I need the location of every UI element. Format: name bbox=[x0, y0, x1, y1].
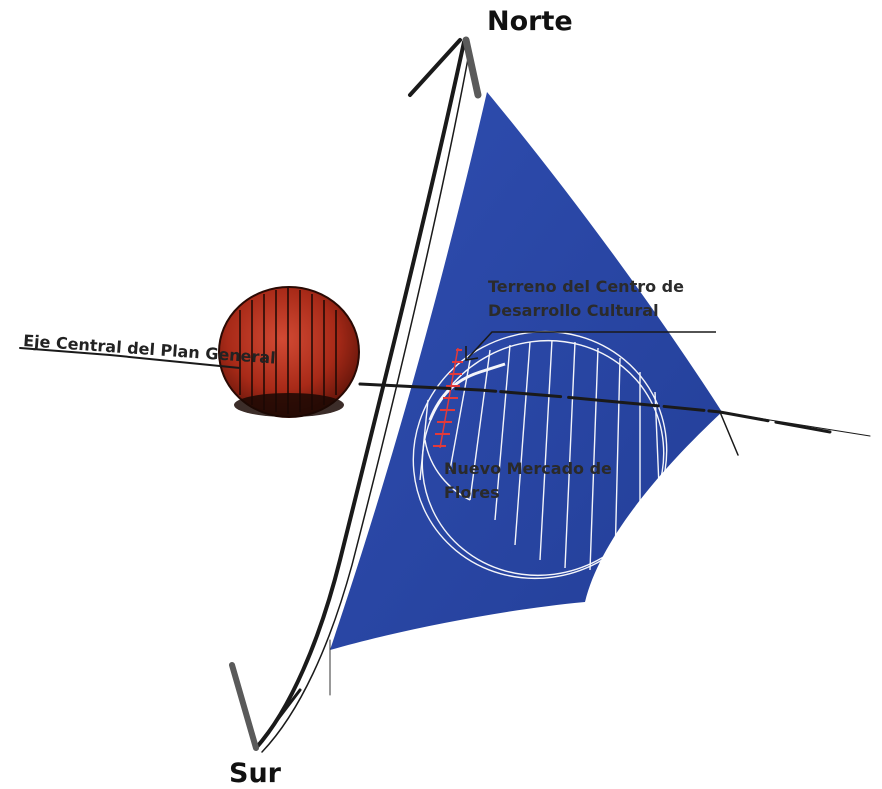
south-label: Sur bbox=[229, 758, 281, 789]
north-label: Norte bbox=[487, 6, 573, 37]
north-south-axis bbox=[229, 36, 482, 753]
site-label-line2: Desarrollo Cultural bbox=[488, 301, 659, 320]
site-label-line1: Terreno del Centro de bbox=[488, 277, 684, 296]
market-label-line2: Flores bbox=[444, 483, 500, 502]
market-ellipse bbox=[412, 330, 668, 580]
market-label-line1: Nuevo Mercado de bbox=[444, 459, 612, 478]
blue-plane bbox=[330, 92, 722, 650]
site-leader-arrow bbox=[465, 331, 716, 361]
central-axis bbox=[19, 347, 871, 456]
red-sphere bbox=[218, 286, 360, 418]
site-highlight bbox=[433, 347, 463, 449]
